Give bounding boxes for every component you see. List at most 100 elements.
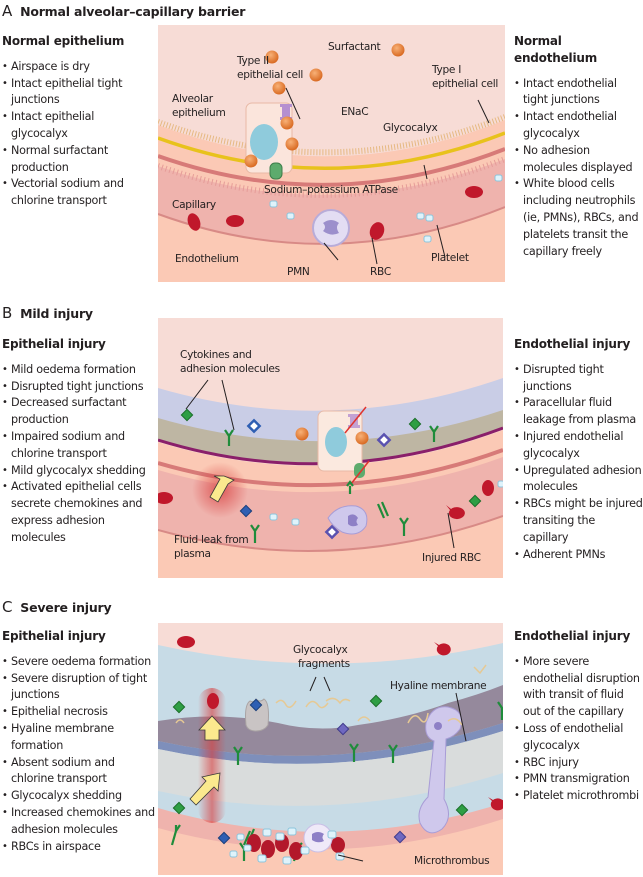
- list-item: Severe disruption of tight junctions: [2, 671, 157, 705]
- platelets: [269, 480, 503, 526]
- epithelial-injury-mild-column: Epithelial injury Mild oedema formation …: [2, 336, 157, 547]
- label-surfactant: Surfactant: [328, 41, 380, 53]
- cytokines: [180, 408, 482, 540]
- pmn-nucleus: [323, 220, 339, 235]
- label-cytokines-line1: Cytokines and: [180, 349, 252, 361]
- adherent-pmn: [327, 505, 368, 535]
- label-endothelium: Endothelium: [175, 253, 239, 265]
- list-item: Mild oedema formation: [2, 362, 157, 379]
- adhesion-molecules: [224, 425, 439, 543]
- nucleus: [325, 427, 347, 457]
- glycocalyx-fragments: [175, 664, 487, 726]
- capillary-wall-bottom: [158, 515, 503, 552]
- list-item: Intact epithelial glycocalyx: [2, 109, 154, 143]
- capillary-lumen: [158, 159, 505, 244]
- column-heading: Endothelial injury: [514, 337, 631, 351]
- pmn-nucleus: [348, 514, 358, 527]
- label-injured-rbc: Injured RBC: [422, 552, 481, 564]
- glycocalyx-fringe: [158, 114, 505, 156]
- endothelial-glycocalyx: [158, 156, 505, 198]
- list-item: Platelet microthrombi: [514, 788, 643, 805]
- label-type1-line2: epithelial cell: [432, 78, 498, 90]
- damaged-epithelium: [158, 410, 503, 464]
- surfactant-particle: [295, 427, 309, 441]
- section-letter: A: [2, 2, 13, 20]
- label-fluid-line1: Fluid leak from: [174, 534, 248, 546]
- normal-epithelium-column: Normal epithelium Airspace is dry Intact…: [2, 33, 154, 210]
- normal-endothelium-column: Normal endothelium Intact endothelial ti…: [514, 33, 643, 260]
- inhibited-cross: [350, 460, 370, 485]
- list-item: Epithelial necrosis: [2, 704, 157, 721]
- column-heading: Epithelial injury: [2, 629, 106, 643]
- list-item: RBCs might be injured transiting the cap…: [514, 496, 643, 546]
- leader-lines: [309, 676, 467, 862]
- section-title-text: Mild injury: [20, 306, 93, 321]
- rbc-in-airspace: [177, 636, 195, 648]
- basement-membrane: [158, 131, 505, 170]
- list-item: Intact epithelial tight junctions: [2, 76, 154, 110]
- label-hyaline: Hyaline membrane: [390, 680, 486, 692]
- list-item: PMN transmigration: [514, 771, 643, 788]
- label-microthrombus: Microthrombus: [414, 855, 489, 867]
- epithelial-injury-severe-column: Epithelial injury Severe oedema formatio…: [2, 628, 157, 855]
- atpase-pump-icon: [354, 463, 365, 478]
- list-item: Severe oedema formation: [2, 654, 157, 671]
- label-capillary: Capillary: [172, 199, 216, 211]
- endothelial-injury-severe-column: Endothelial injury More severe endotheli…: [514, 628, 643, 805]
- list-item: Vectorial sodium and chlorine transport: [2, 176, 154, 210]
- nucleus: [250, 124, 278, 160]
- panel-mild-injury: Cytokines and adhesion molecules Fluid l…: [158, 318, 503, 578]
- injured-rbc: [434, 642, 451, 656]
- label-fluid-line2: plasma: [174, 548, 211, 560]
- list-item: Intact endothelial glycocalyx: [514, 109, 643, 143]
- list-item: Upregulated adhesion molecules: [514, 463, 643, 497]
- capillary-wall-top: [158, 147, 505, 187]
- inhibited-cross: [344, 406, 367, 434]
- label-rbc: RBC: [370, 266, 391, 278]
- section-letter: C: [2, 598, 13, 616]
- enac-channel-icon: [280, 104, 292, 120]
- column-heading: Epithelial injury: [2, 337, 106, 351]
- list-item: Injured endothelial glycocalyx: [514, 429, 643, 463]
- label-glycocalyx: Glycocalyx: [383, 122, 438, 134]
- transmigrating-pmn: [418, 706, 462, 834]
- surfactant-particle: [355, 431, 369, 445]
- label-glyco-line2: fragments: [298, 658, 350, 670]
- label-alveolar-line2: epithelium: [172, 107, 226, 119]
- list-item: Disrupted tight junctions: [514, 362, 643, 396]
- list-item: Glycocalyx shedding: [2, 788, 157, 805]
- label-type2-line2: epithelial cell: [237, 69, 303, 81]
- endothelial-injury-mild-column: Endothelial injury Disrupted tight junct…: [514, 336, 643, 563]
- interstitium-layer: [158, 731, 503, 806]
- bullet-list: Mild oedema formation Disrupted tight ju…: [2, 362, 157, 547]
- section-b-title: B Mild injury: [2, 304, 93, 322]
- list-item: Disrupted tight junctions: [2, 379, 157, 396]
- fluid-leak-arrow-icon: [198, 715, 226, 741]
- column-heading: Endothelial injury: [514, 629, 631, 643]
- list-item: Airspace is dry: [2, 59, 154, 76]
- rbc-in-airspace: [207, 693, 219, 709]
- list-item: Decreased surfactant production: [2, 395, 157, 429]
- label-alveolar-line1: Alveolar: [172, 93, 214, 105]
- platelets: [269, 174, 503, 243]
- label-platelet: Platelet: [431, 252, 469, 264]
- column-heading: Normal endothelium: [514, 34, 598, 65]
- panel-normal-barrier: Surfactant Type II epithelial cell Type …: [158, 25, 505, 282]
- list-item: More severe endothelial disruption with …: [514, 654, 643, 721]
- microthrombus: [229, 823, 345, 865]
- list-item: Intact endothelial tight junctions: [514, 76, 643, 110]
- label-cytokines-line2: adhesion molecules: [180, 363, 280, 375]
- label-pmn: PMN: [287, 266, 310, 278]
- fluid-leak-arrow-icon: [189, 772, 221, 806]
- section-letter: B: [2, 304, 13, 322]
- label-enac: ENaC: [341, 106, 368, 118]
- injured-rbc: [488, 797, 503, 811]
- hyaline-membrane: [158, 685, 503, 756]
- list-item: Adherent PMNs: [514, 547, 643, 564]
- leader-lines: [285, 87, 490, 265]
- list-item: Impaired sodium and chlorine transport: [2, 429, 157, 463]
- bullet-list: More severe endothelial disruption with …: [514, 654, 643, 805]
- panel-severe-injury: Glycocalyx fragments Hyaline membrane Mi…: [158, 623, 503, 875]
